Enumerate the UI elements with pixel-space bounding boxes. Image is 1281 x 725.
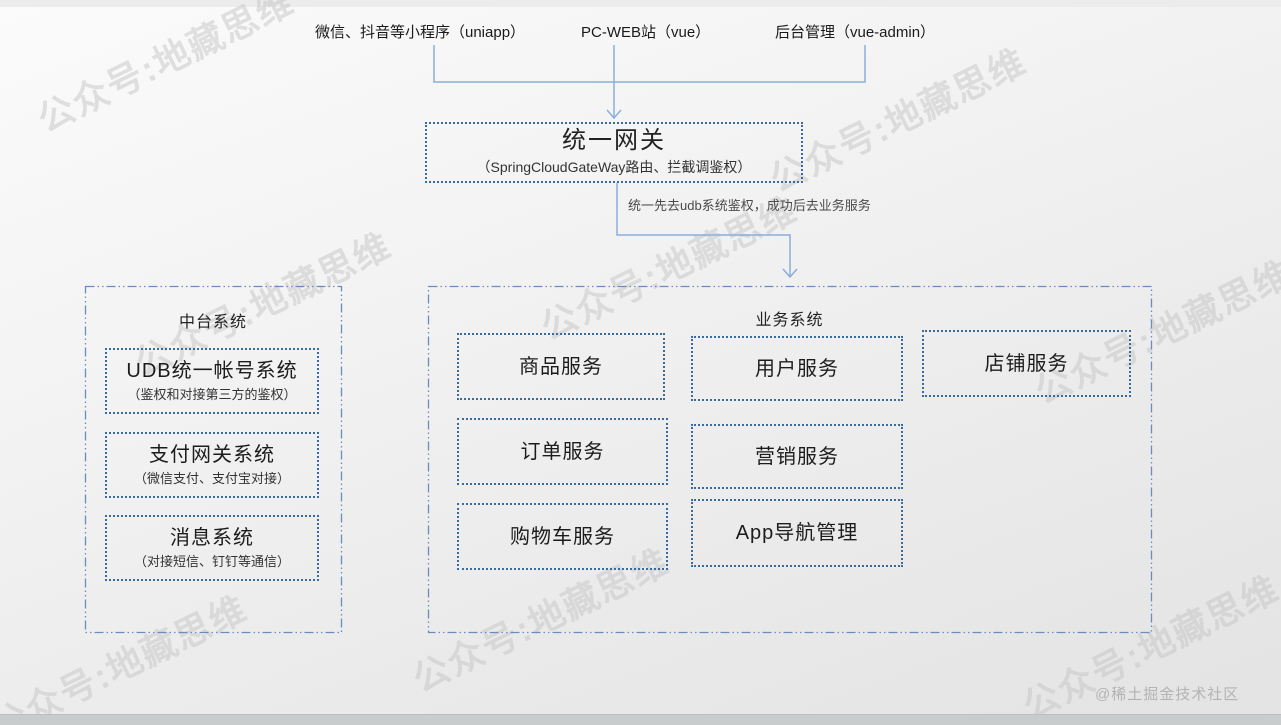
service-box-label: 店铺服务 — [984, 352, 1069, 375]
service-box-label: 营销服务 — [755, 445, 839, 468]
system-box-title: 消息系统 — [170, 526, 254, 549]
system-box-subtitle: （对接短信、钉钉等通信） — [133, 553, 290, 569]
client-label-miniprogram: 微信、抖音等小程序（uniapp） — [315, 24, 526, 41]
arrowhead-into-business — [782, 268, 798, 279]
system-box-message: 消息系统 （对接短信、钉钉等通信） — [105, 515, 319, 581]
system-box-title: 支付网关系统 — [149, 443, 275, 466]
system-box-title: UDB统一帐号系统 — [126, 359, 298, 382]
service-box-app-nav: App导航管理 — [691, 499, 903, 567]
gateway-box: 统一网关 （SpringCloudGateWay路由、拦截调鉴权） — [425, 122, 803, 183]
auth-flow-note: 统一先去udb系统鉴权，成功后去业务服务 — [628, 198, 871, 213]
business-panel-title: 业务系统 — [755, 312, 824, 329]
community-credit: @稀土掘金技术社区 — [1095, 686, 1240, 703]
arrowhead-into-gateway — [606, 109, 622, 120]
service-box-label: 用户服务 — [755, 357, 839, 380]
midplatform-panel-title: 中台系统 — [178, 314, 247, 331]
system-box-subtitle: （微信支付、支付宝对接） — [133, 470, 290, 486]
bottom-bar — [0, 714, 1281, 725]
service-box-shop: 店铺服务 — [922, 330, 1131, 397]
gateway-to-business-line — [616, 183, 791, 276]
service-box-cart: 购物车服务 — [457, 503, 668, 570]
business-panel: 业务系统 商品服务 用户服务 店铺服务 订单服务 营销服务 购物车服务 App导… — [428, 286, 1151, 632]
gateway-subtitle: （SpringCloudGateWay路由、拦截调鉴权） — [476, 159, 752, 176]
midplatform-panel: 中台系统 UDB统一帐号系统 （鉴权和对接第三方的鉴权） 支付网关系统 （微信支… — [85, 286, 341, 632]
client-label-pcweb: PC-WEB站（vue） — [581, 24, 711, 41]
clients-bracket-line — [433, 45, 866, 83]
service-box-label: 订单服务 — [520, 440, 605, 463]
service-box-label: 商品服务 — [519, 355, 603, 378]
gateway-title: 统一网关 — [562, 126, 666, 154]
midplatform-panel-border — [84, 285, 343, 634]
service-box-order: 订单服务 — [457, 418, 668, 485]
system-box-udb: UDB统一帐号系统 （鉴权和对接第三方的鉴权） — [105, 348, 319, 414]
service-box-label: App导航管理 — [735, 522, 859, 544]
service-box-marketing: 营销服务 — [691, 424, 903, 489]
client-label-admin: 后台管理（vue-admin） — [775, 24, 936, 41]
system-box-payment-gateway: 支付网关系统 （微信支付、支付宝对接） — [105, 432, 319, 498]
system-box-subtitle: （鉴权和对接第三方的鉴权） — [127, 386, 297, 402]
top-band — [0, 0, 1281, 7]
business-panel-border — [427, 285, 1153, 634]
service-box-user: 用户服务 — [691, 336, 903, 401]
service-box-goods: 商品服务 — [457, 333, 665, 400]
service-box-label: 购物车服务 — [510, 525, 615, 548]
